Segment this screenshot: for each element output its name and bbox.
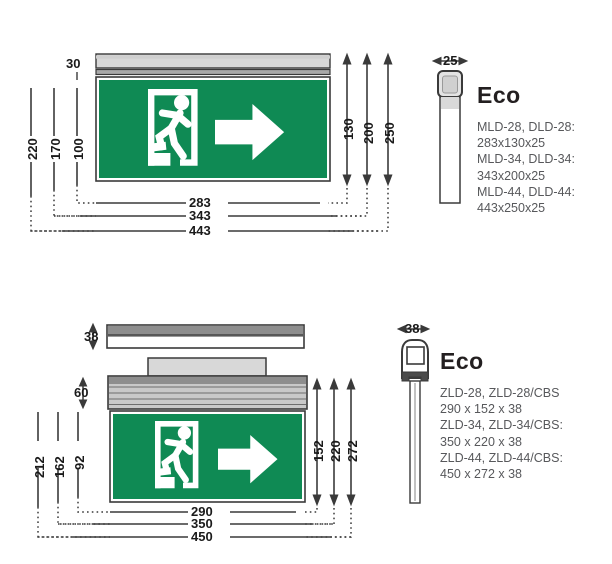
bottom-figure-horizontal-dimension-lines: [72, 511, 330, 538]
top-dim-443: 443: [189, 223, 211, 238]
top-spec-line-4: 343x200x25: [477, 168, 546, 183]
top-figure-left-dimension-lines: [30, 72, 78, 196]
top-spec-line-1: MLD-28, DLD-28:: [477, 120, 575, 134]
top-dim-200: 200: [361, 122, 376, 144]
top-figure-sign-panel: [95, 76, 331, 182]
bottom-figure-ceiling-bar: [106, 324, 305, 349]
top-dim-343: 343: [189, 208, 211, 223]
bottom-spec-list: ZLD-28, ZLD-28/CBS 290 x 152 x 38 ZLD-34…: [440, 385, 563, 482]
bottom-dim-38: 38: [84, 329, 99, 344]
bottom-figure-group: [37, 322, 356, 538]
top-spec-list: MLD-28, DLD-28: 283x130x25 MLD-34, DLD-3…: [477, 119, 575, 216]
top-eco-title: Eco: [477, 82, 521, 108]
bottom-figure-top-offset-arrows: [78, 376, 88, 410]
top-product-width-arrows: [431, 56, 469, 66]
top-spec-line-2: 283x130x25: [477, 136, 546, 151]
top-figure-right-dotted-leaders: [328, 188, 389, 232]
top-spec-line-6: 443x250x25: [477, 201, 546, 216]
top-dim-100: 100: [71, 138, 86, 160]
top-figure-housing: [95, 53, 331, 76]
top-dim-130: 130: [341, 118, 356, 140]
bottom-figure-left-dimension-lines: [37, 412, 79, 507]
bottom-dim-152: 152: [311, 440, 326, 462]
bottom-figure-right-dotted-leaders: [305, 508, 352, 538]
bottom-spec-line-3: ZLD-34, ZLD-34/CBS:: [440, 418, 563, 433]
top-figure-horizontal-dimension-lines: [62, 202, 352, 232]
top-figure-right-dimension-arrows: [342, 52, 393, 187]
top-dim-250: 250: [382, 122, 397, 144]
bottom-dim-450: 450: [191, 529, 213, 544]
top-figure-horizontal-runouts: [31, 215, 380, 232]
bottom-figure-bar-thickness-arrows: [88, 322, 98, 351]
top-dim-170: 170: [48, 138, 63, 160]
top-spec-line-3: MLD-34, DLD-34:: [477, 152, 575, 167]
bottom-dim-92: 92: [72, 455, 87, 470]
top-spec-line-5: MLD-44, DLD-44:: [477, 184, 575, 199]
bottom-figure-connector-block: [147, 357, 267, 377]
bottom-figure-housing: [107, 375, 308, 410]
bottom-figure-right-dimension-arrows: [312, 377, 356, 507]
bottom-dim-212: 212: [32, 456, 47, 478]
bottom-dim-272: 272: [345, 440, 360, 462]
bottom-eco-title: Eco: [440, 348, 484, 374]
top-figure-group: [30, 52, 393, 232]
top-dim-30: 30: [66, 56, 81, 71]
top-product-depth-25: 25: [443, 53, 458, 68]
bottom-figure-left-dotted-leaders: [37, 497, 110, 538]
top-figure-left-dotted-leaders: [30, 185, 96, 232]
bottom-dim-290: 290: [191, 504, 213, 519]
bottom-product-depth-38: 38: [405, 321, 420, 336]
bottom-dim-60: 60: [74, 385, 89, 400]
bottom-figure-horizontal-runouts: [38, 523, 351, 538]
top-product-icon-group: [431, 56, 469, 204]
bottom-dim-220: 220: [328, 440, 343, 462]
bottom-product-icon-group: [396, 324, 431, 504]
bottom-dim-162: 162: [52, 456, 67, 478]
bottom-dim-350: 350: [191, 516, 213, 531]
bottom-spec-line-5: ZLD-44, ZLD-44/CBS:: [440, 450, 563, 465]
bottom-spec-line-6: 450 x 272 x 38: [440, 467, 523, 482]
bottom-spec-line-4: 350 x 220 x 38: [440, 434, 523, 449]
bottom-product-width-arrows: [396, 324, 431, 334]
bottom-spec-line-1: ZLD-28, ZLD-28/CBS: [440, 386, 560, 400]
top-dim-283: 283: [189, 195, 211, 210]
top-dim-220: 220: [25, 138, 40, 160]
bottom-spec-line-2: 290 x 152 x 38: [440, 402, 523, 417]
bottom-figure-sign-panel: [109, 410, 306, 503]
